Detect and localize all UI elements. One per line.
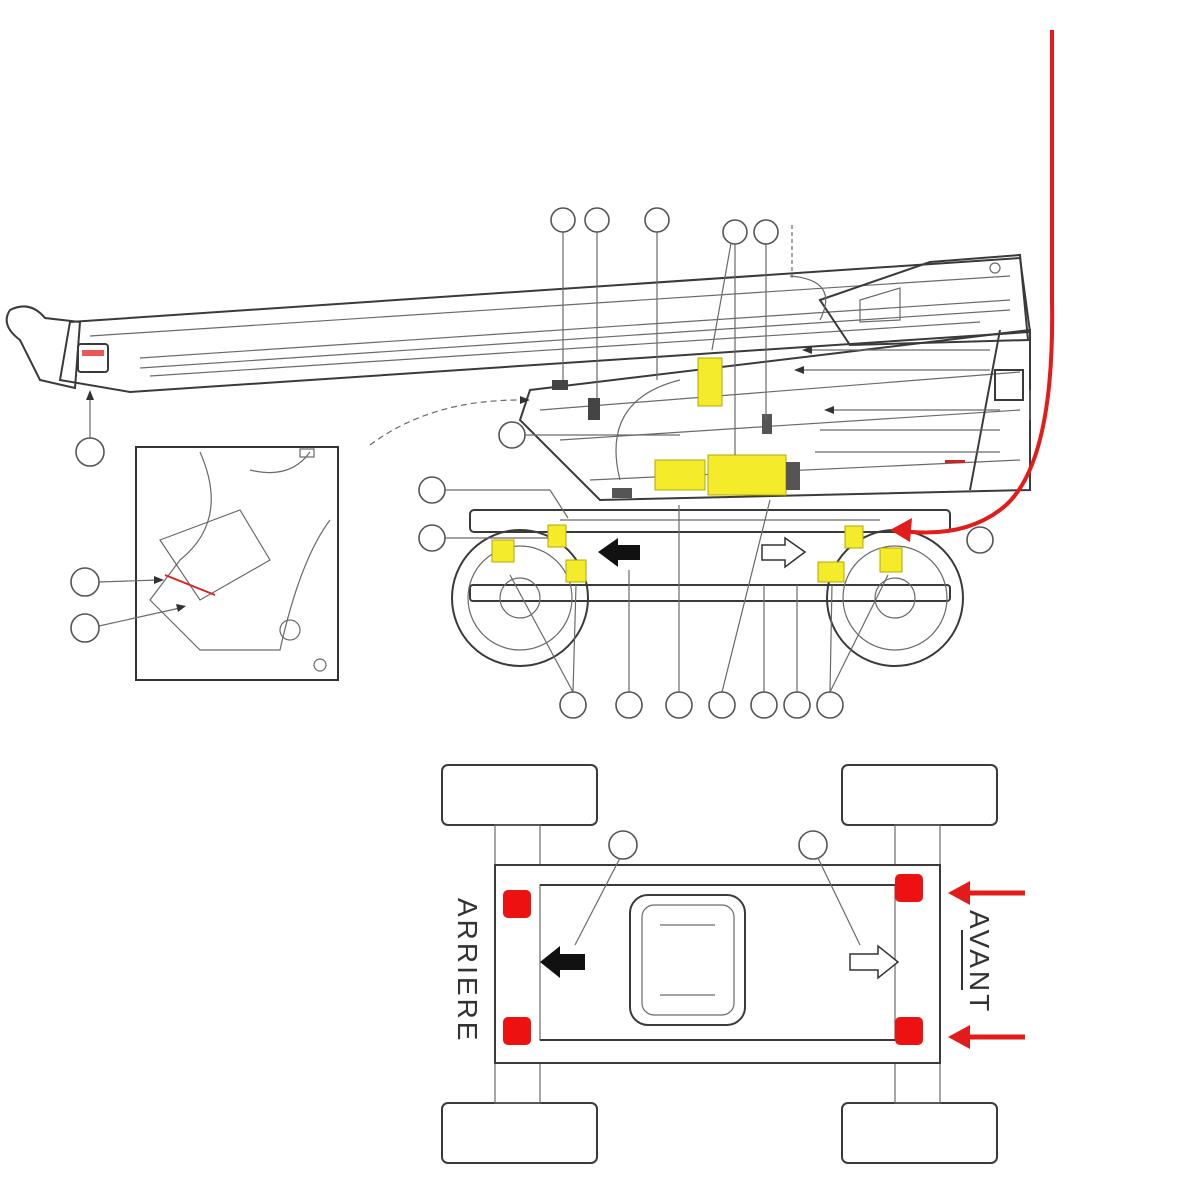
callout-circle-icon	[584, 207, 610, 233]
callout-circle-icon	[550, 207, 576, 233]
callout-circle-icon	[816, 691, 844, 719]
reverse-arrow-icon	[598, 538, 640, 567]
lifting-point-icon	[503, 1017, 531, 1045]
callout-circle-icon	[966, 526, 994, 554]
callout-circle-icon	[70, 613, 100, 643]
callout-circle-icon	[798, 830, 828, 860]
forward-arrow-icon	[849, 944, 900, 980]
front-label: AVANT	[964, 910, 995, 1014]
wheel-icon	[441, 1102, 598, 1164]
callout-circle-icon	[615, 691, 643, 719]
wheel-icon	[451, 529, 589, 667]
rear-label: ARRIERE	[452, 898, 483, 1043]
callout-circle-icon	[75, 437, 105, 467]
callout-circle-icon	[70, 567, 100, 597]
side-view	[5, 30, 1055, 719]
decals	[491, 357, 903, 583]
top-view: ARRIERE AVANT	[441, 764, 1025, 1164]
detail-inset	[70, 446, 339, 681]
lifting-point-icon	[895, 874, 923, 902]
callout-circle-icon	[708, 691, 736, 719]
wheel-icon	[841, 764, 998, 826]
callout-circle-icon	[418, 476, 446, 504]
callouts-top	[550, 207, 779, 455]
highlight-arrow	[890, 30, 1055, 542]
callouts-bottom	[509, 499, 889, 719]
boom	[5, 225, 1032, 394]
wheel-icon	[441, 764, 598, 826]
callout-circle-icon	[722, 219, 748, 245]
lifting-point-arrows	[948, 881, 1025, 1049]
callout-circle-icon	[753, 219, 779, 245]
callouts-left	[75, 390, 994, 554]
callout-circle-icon	[418, 524, 446, 552]
callout-circle-icon	[644, 207, 670, 233]
callouts-right	[794, 346, 1000, 453]
forward-arrow-icon	[761, 536, 807, 569]
callout-circle-icon	[665, 691, 693, 719]
callout-circle-icon	[783, 691, 811, 719]
callout-circle-icon	[750, 691, 778, 719]
wheel-icon	[841, 1102, 998, 1164]
reverse-arrow-icon	[540, 946, 585, 978]
lifting-point-icon	[895, 1017, 923, 1045]
callout-circle-icon	[498, 421, 526, 449]
chassis-body	[369, 328, 1031, 602]
lifting-point-icon	[503, 890, 531, 918]
callout-circle-icon	[559, 691, 587, 719]
callout-circle-icon	[608, 830, 638, 860]
